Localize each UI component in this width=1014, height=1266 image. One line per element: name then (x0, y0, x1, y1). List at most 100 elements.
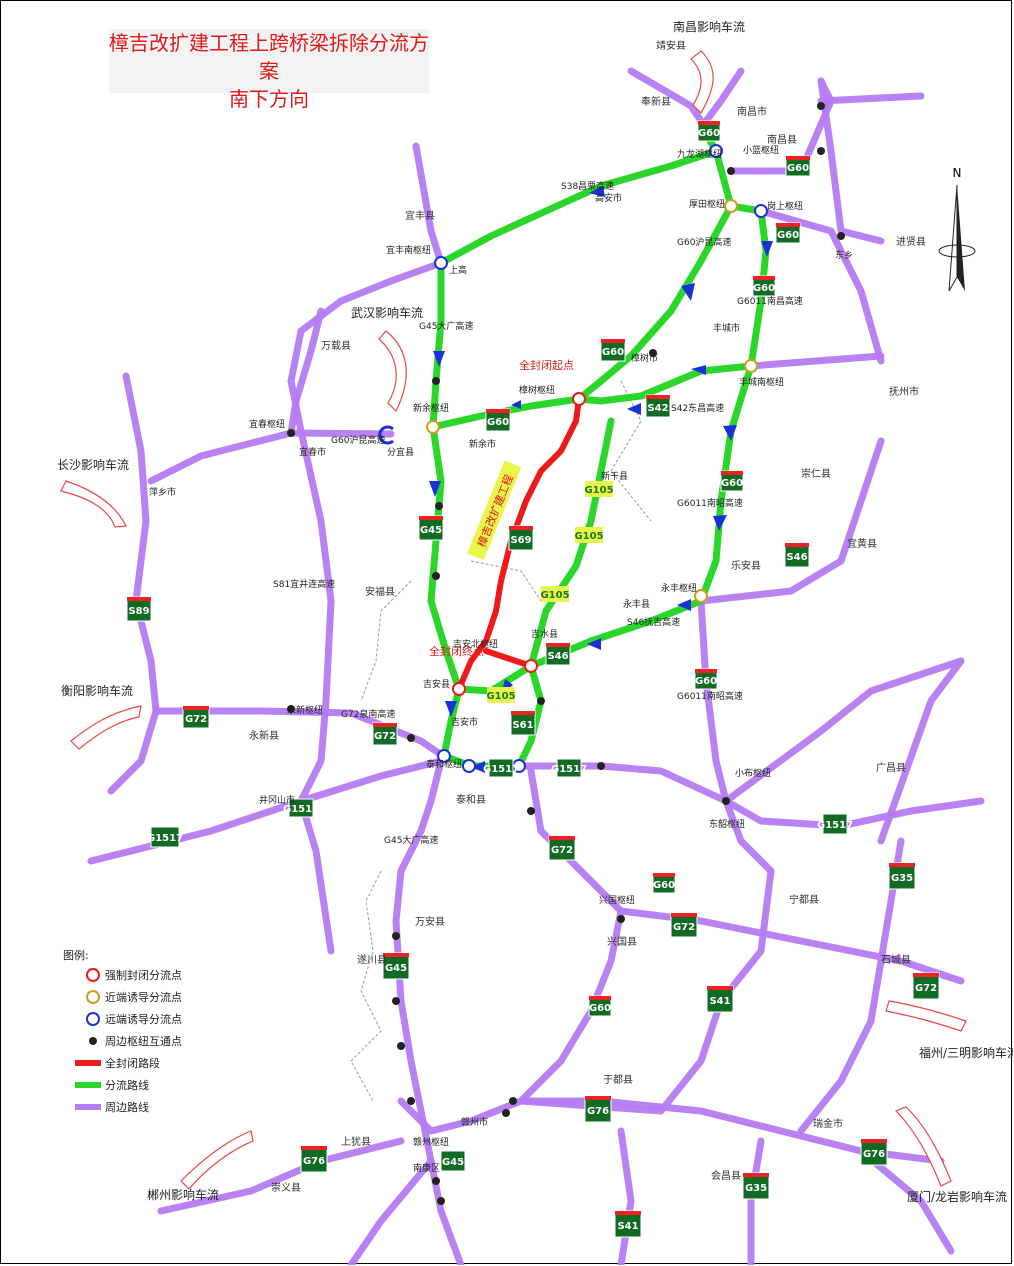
near-guidance-point (426, 199, 758, 603)
svg-text:周边枢纽互通点: 周边枢纽互通点 (105, 1034, 182, 1048)
arrow-chenzhou-icon (180, 1130, 254, 1190)
shield-g45-wanan: G45 (382, 952, 410, 980)
svg-text:福州/三明影响车流: 福州/三明影响车流 (919, 1045, 1013, 1060)
svg-text:吉水县: 吉水县 (531, 628, 558, 640)
svg-text:G6011南昌高速: G6011南昌高速 (737, 295, 803, 307)
forced-closure-point (452, 392, 586, 696)
shield-g72-center: G72 (548, 835, 576, 861)
legend-item: 全封闭路段 (75, 1056, 160, 1070)
svg-text:东乡: 东乡 (835, 249, 853, 261)
purple-route-g6011-s (697, 597, 775, 875)
purple-route-g1517-east (515, 762, 985, 830)
arrow-icon (761, 241, 773, 257)
svg-text:G60: G60 (602, 347, 624, 358)
svg-text:G60: G60 (589, 1003, 611, 1014)
purple-route-g76-w (157, 1137, 405, 1215)
svg-text:厦门/龙岩影响车流: 厦门/龙岩影响车流 (907, 1189, 1007, 1204)
shield-g1517-ts: G1517 (483, 758, 519, 778)
shield-s42: S42 (645, 394, 671, 418)
svg-text:赣州市: 赣州市 (461, 1116, 488, 1128)
svg-text:东韶枢纽: 东韶枢纽 (709, 818, 745, 830)
svg-text:G72: G72 (673, 922, 695, 933)
svg-text:G72泉南高速: G72泉南高速 (341, 708, 395, 720)
shield-g60-center2: G60 (720, 470, 744, 492)
svg-text:G1517: G1517 (283, 804, 319, 815)
svg-text:G1517: G1517 (817, 820, 853, 831)
svg-text:G60: G60 (777, 230, 799, 241)
svg-text:小布枢纽: 小布枢纽 (735, 767, 771, 779)
purple-route-s89 (107, 372, 160, 795)
junction-markers (287, 102, 845, 1205)
svg-text:宜春市: 宜春市 (299, 446, 326, 458)
svg-text:G35: G35 (891, 873, 913, 884)
map-title: 樟吉改扩建工程上跨桥梁拆除分流方案 (109, 31, 429, 83)
arrow-icon (511, 400, 521, 409)
svg-text:强制封闭分流点: 强制封闭分流点 (105, 968, 182, 982)
svg-text:G6011南昭高速: G6011南昭高速 (677, 690, 743, 702)
hub-points (287, 102, 845, 1205)
purple-route-g1517-west (87, 757, 445, 865)
svg-text:广昌县: 广昌县 (876, 762, 906, 774)
svg-text:S61: S61 (512, 720, 533, 731)
g105-label-c: G105 (540, 586, 570, 602)
svg-text:安福县: 安福县 (365, 585, 395, 598)
svg-text:G1517: G1517 (147, 833, 183, 844)
purple-route-north (702, 67, 745, 125)
shield-g35: G35 (888, 862, 916, 890)
u-turn-icon (378, 425, 394, 445)
svg-text:靖安县: 靖安县 (656, 39, 686, 52)
green-route-g105 (527, 417, 615, 670)
green-route-g60-e (712, 147, 770, 370)
place-labels: 靖安县 奉新县 南昌市 南昌县 进贤县 东乡 宜丰县 宜丰南枢纽 高安市 上高 … (149, 39, 926, 1194)
svg-text:G76: G76 (303, 1156, 325, 1167)
arrow-fuzhou-icon (885, 1000, 967, 1032)
svg-text:万载县: 万载县 (321, 340, 351, 352)
svg-text:G60: G60 (721, 478, 743, 489)
arrow-icon (589, 186, 605, 197)
closure-start-label: 全封闭起点 (519, 358, 574, 372)
svg-text:郴州影响车流: 郴州影响车流 (147, 1187, 219, 1202)
svg-text:丰城市: 丰城市 (713, 322, 740, 334)
purple-route-east (817, 77, 885, 245)
svg-text:于都县: 于都县 (603, 1074, 633, 1086)
svg-text:小蓝枢纽: 小蓝枢纽 (743, 144, 779, 156)
svg-text:泰和县: 泰和县 (456, 793, 486, 806)
g105-label-d: G105 (486, 687, 516, 703)
shield-g1517-right: G1517 (817, 813, 853, 835)
purple-route-yifeng (412, 142, 445, 267)
svg-text:上犹县: 上犹县 (341, 1136, 371, 1148)
svg-text:G60沪昆高速: G60沪昆高速 (331, 434, 385, 446)
svg-text:兴国县: 兴国县 (607, 936, 637, 948)
svg-text:G105: G105 (486, 691, 515, 702)
svg-text:乐安县: 乐安县 (731, 559, 761, 572)
minor-roads (350, 380, 652, 1102)
svg-text:新余市: 新余市 (469, 438, 496, 450)
svg-text:G76: G76 (863, 1149, 885, 1160)
svg-text:永新县: 永新县 (249, 729, 279, 742)
svg-text:遂川县: 遂川县 (357, 953, 387, 966)
svg-text:永新枢纽: 永新枢纽 (287, 704, 323, 716)
far-guidance-point (434, 144, 768, 773)
svg-text:G45: G45 (442, 1157, 464, 1168)
svg-text:奉新县: 奉新县 (641, 95, 671, 108)
purple-route-ne (727, 77, 835, 175)
svg-text:S41: S41 (617, 1221, 638, 1232)
purple-route-g72-west (152, 707, 447, 760)
minor-road (470, 560, 542, 602)
influence-labels: 南昌影响车流 武汉影响车流 长沙影响车流 衡阳影响车流 福州/三明影响车流 郴州… (57, 19, 1013, 1204)
purple-route-se (857, 1147, 955, 1255)
svg-text:G6011南昭高速: G6011南昭高速 (677, 497, 743, 509)
minor-road (350, 870, 382, 1102)
diversion-routes (427, 122, 770, 770)
svg-text:南康区: 南康区 (413, 1162, 440, 1174)
svg-text:泰和枢纽: 泰和枢纽 (426, 758, 462, 770)
minor-road (360, 580, 412, 702)
svg-text:新干县: 新干县 (601, 470, 628, 482)
shield-g60-east: G60 (785, 155, 811, 177)
svg-text:井冈山市: 井冈山市 (259, 794, 295, 806)
green-route-s38 (437, 122, 720, 267)
legend-item: 远端诱导分流点 (86, 1012, 182, 1026)
purple-route-ne3 (722, 657, 965, 805)
svg-text:上高: 上高 (449, 264, 467, 276)
